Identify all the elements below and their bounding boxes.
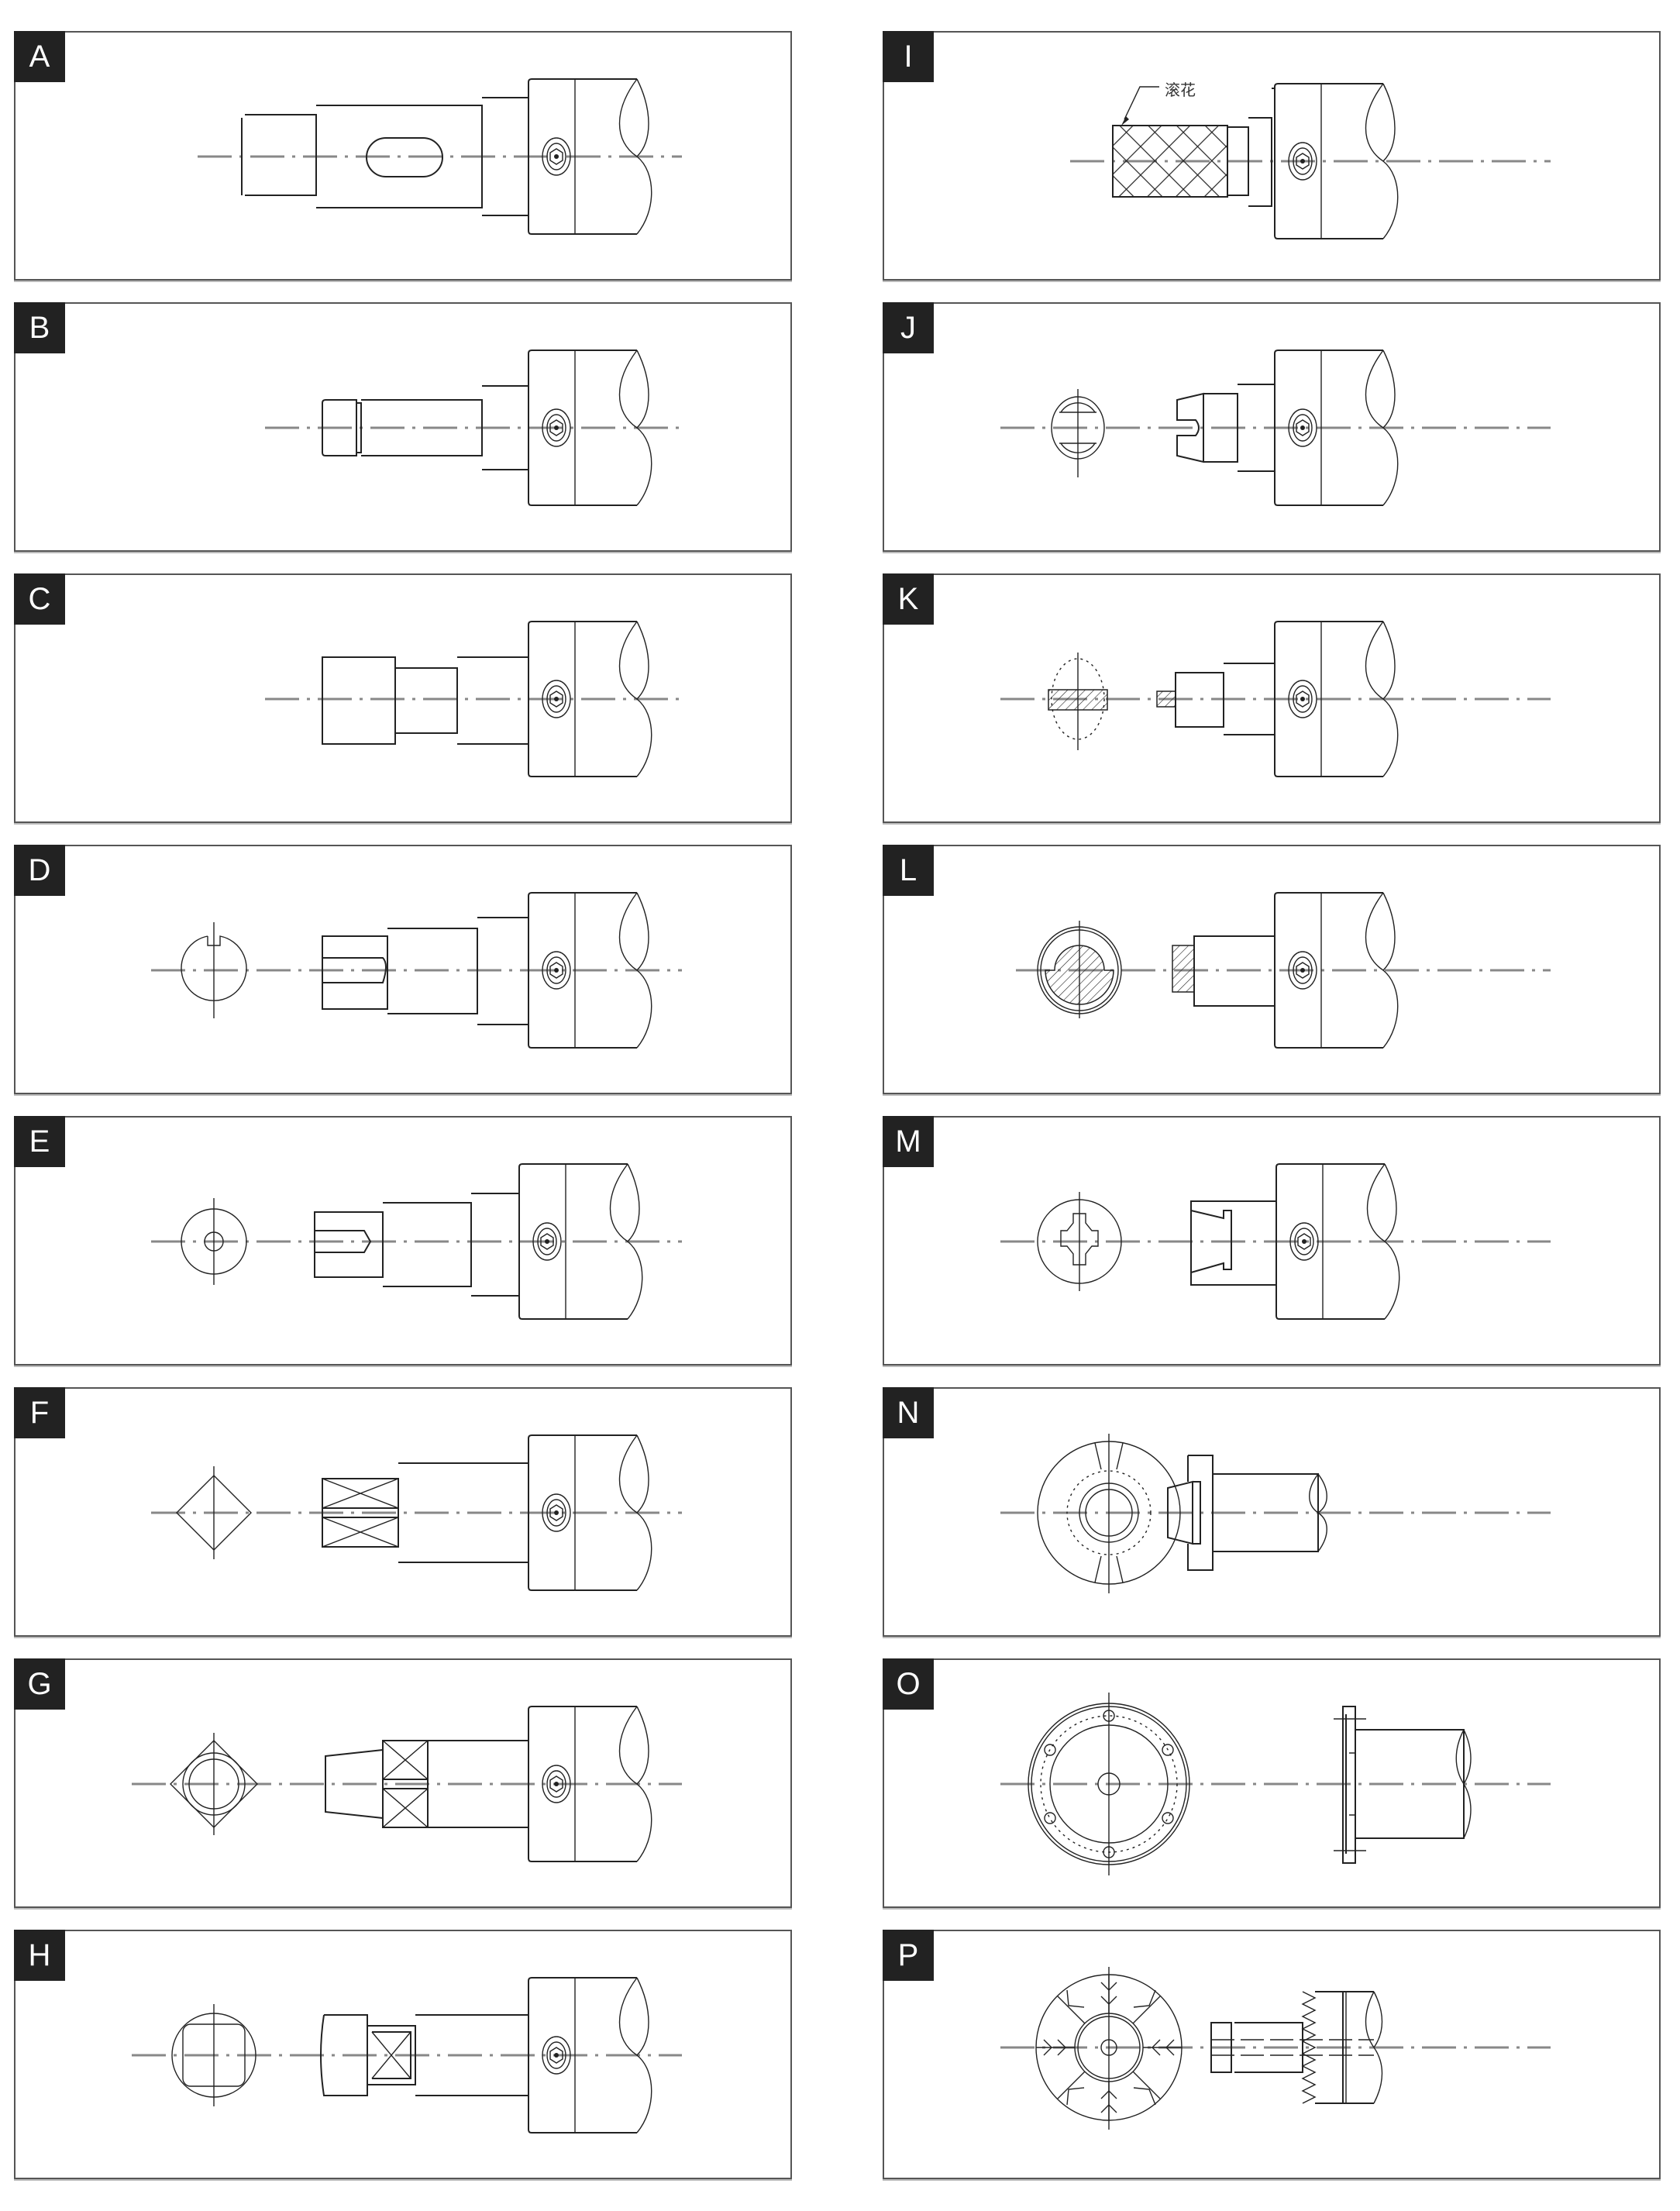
knurled-shaft-drawing <box>1070 83 1551 239</box>
square-neck-drawing <box>132 1977 682 2134</box>
panel-k: K <box>883 573 1661 823</box>
serrated-coupling-drawing <box>1000 1967 1551 2130</box>
panel-e: E <box>14 1116 792 1366</box>
panel-p: P <box>883 1930 1661 2179</box>
panel-label: J <box>883 302 934 353</box>
panel-label: L <box>883 845 934 896</box>
panel-b: B <box>14 302 792 552</box>
panel-a: A <box>14 31 792 281</box>
d-cam-drawing <box>1016 892 1551 1049</box>
slotted-fork-drawing <box>1000 350 1551 506</box>
shaft-groove-drawing <box>265 350 682 506</box>
shaft-neck-drawing <box>265 621 682 777</box>
tapered-square-drawing <box>132 1706 682 1862</box>
panel-c: C <box>14 573 792 823</box>
panel-label: K <box>883 573 934 625</box>
panel-j: J <box>883 302 1661 552</box>
panel-label: P <box>883 1930 934 1981</box>
shaft-pinhole-drawing <box>151 1163 682 1320</box>
flanged-coupling-drawing <box>1000 1434 1551 1593</box>
panel-l: L <box>883 845 1661 1094</box>
shaft-keyway-drawing <box>198 78 682 235</box>
panel-label: M <box>883 1116 934 1167</box>
panel-f: F <box>14 1387 792 1637</box>
panel-label: D <box>14 845 65 896</box>
panel-label: I <box>883 31 934 82</box>
bolt-flange-drawing <box>1000 1693 1551 1875</box>
panel-label: B <box>14 302 65 353</box>
panel-label: N <box>883 1387 934 1438</box>
panel-label: G <box>14 1658 65 1710</box>
panel-m: M <box>883 1116 1661 1366</box>
panel-i: I 滚花 <box>883 31 1661 281</box>
panel-g: G <box>14 1658 792 1908</box>
square-drive-drawing <box>151 1434 682 1591</box>
knurl-annotation: 滚花 <box>1165 81 1196 99</box>
panel-h: H <box>14 1930 792 2179</box>
panel-label: F <box>14 1387 65 1438</box>
panel-label: E <box>14 1116 65 1167</box>
panel-label: A <box>14 31 65 82</box>
cross-socket-drawing <box>1000 1163 1551 1320</box>
panel-label: O <box>883 1658 934 1710</box>
panel-label: C <box>14 573 65 625</box>
panel-d: D <box>14 845 792 1094</box>
panel-label: H <box>14 1930 65 1981</box>
shaft-keyslot-drawing <box>151 892 682 1049</box>
flat-tang-drawing <box>1000 621 1551 777</box>
panel-o: O <box>883 1658 1661 1908</box>
panel-n: N <box>883 1387 1661 1637</box>
